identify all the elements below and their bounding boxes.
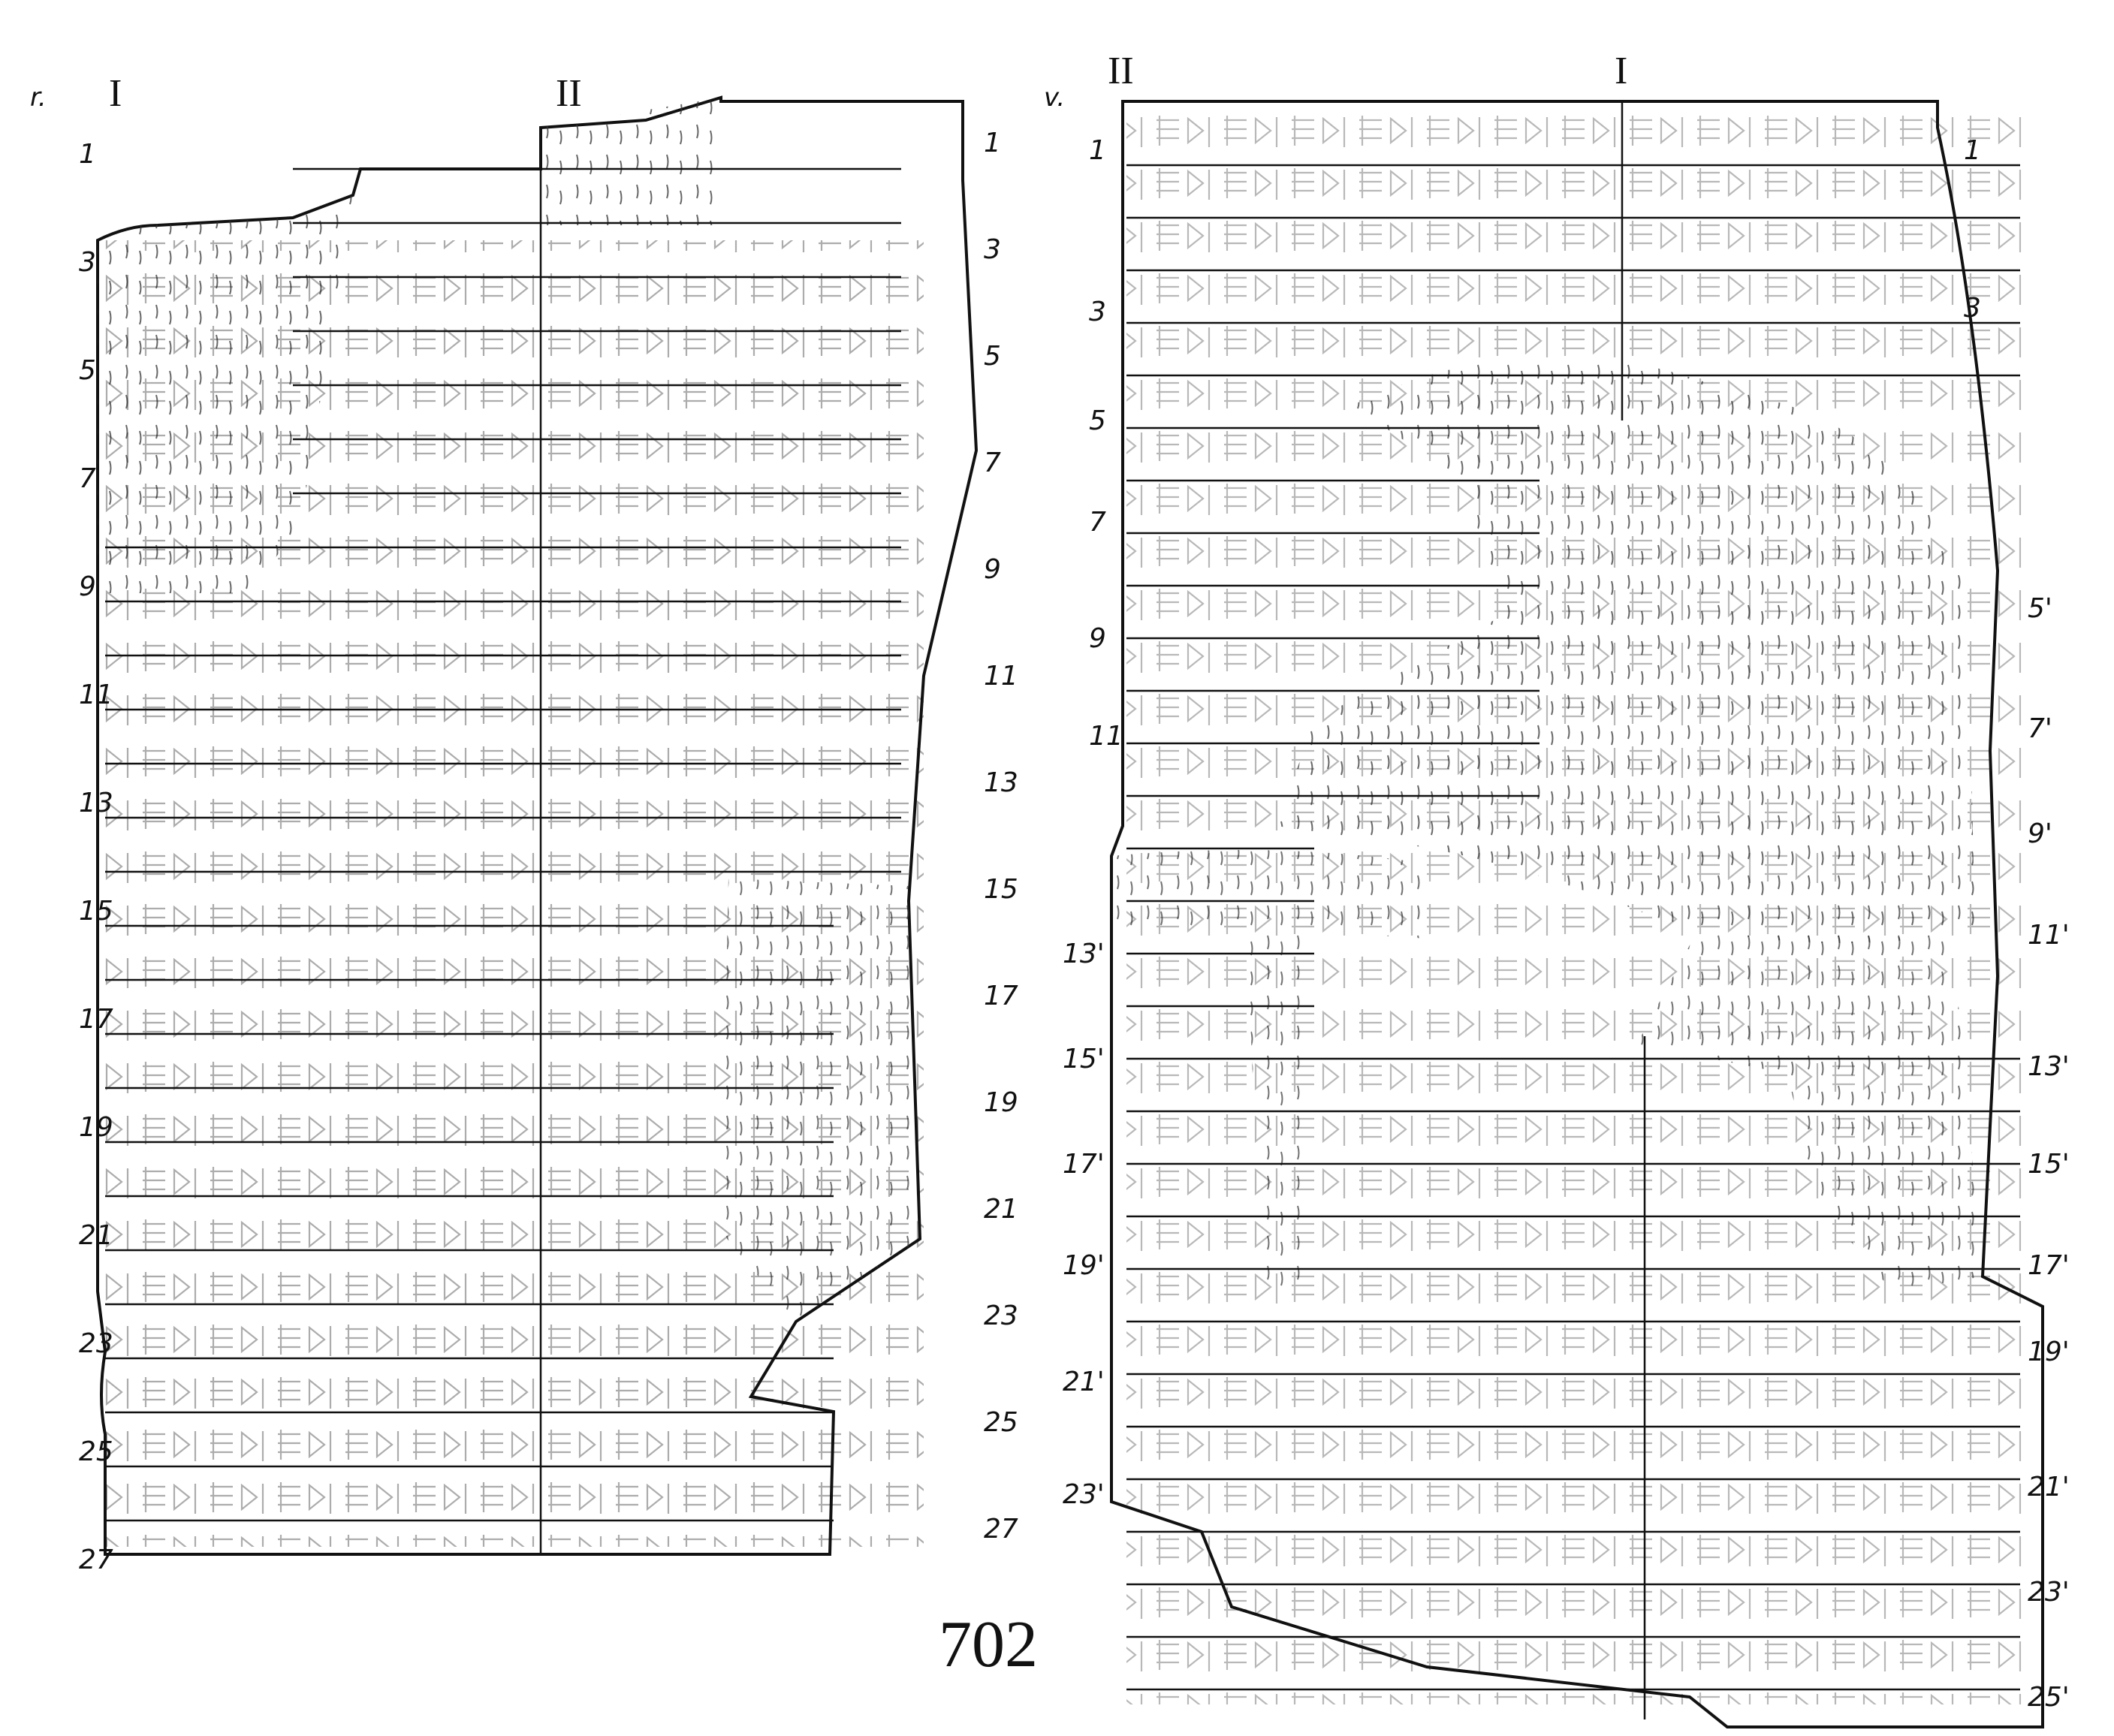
- obverse-column-heading-2: II: [556, 72, 582, 115]
- line-number: 9: [984, 554, 1001, 585]
- line-number: 23': [1063, 1479, 1105, 1510]
- line-number: 7': [2028, 713, 2052, 744]
- reverse-column-heading-1: I: [1615, 50, 1628, 92]
- line-number: 17: [984, 981, 1018, 1011]
- line-number: 3: [1964, 293, 1981, 324]
- line-number: 15': [2028, 1149, 2070, 1180]
- obverse-tablet: [96, 95, 979, 1556]
- line-number: 13': [2028, 1051, 2070, 1082]
- line-number: 17': [1063, 1149, 1105, 1180]
- line-number: 19': [2028, 1337, 2070, 1367]
- line-number: 13: [984, 767, 1018, 798]
- line-number: 11: [984, 661, 1018, 692]
- line-number: 5: [79, 355, 96, 386]
- line-number: 9: [79, 571, 96, 602]
- line-number: 19: [79, 1112, 113, 1143]
- line-number: 25': [2028, 1682, 2070, 1713]
- line-number: 5: [1089, 405, 1106, 436]
- line-number: 11': [2028, 920, 2070, 951]
- line-number: 21: [984, 1194, 1018, 1225]
- line-number: 1: [1089, 135, 1106, 166]
- line-number: 25: [984, 1407, 1018, 1438]
- line-number: 23: [984, 1300, 1018, 1331]
- line-number: 15: [79, 896, 113, 927]
- line-number: 27: [79, 1545, 113, 1575]
- line-number: 19': [1063, 1250, 1105, 1281]
- line-number: 3: [1089, 297, 1106, 327]
- line-number: 19: [984, 1087, 1018, 1118]
- line-number: 1: [1964, 135, 1981, 166]
- line-number: 21': [2028, 1472, 2070, 1502]
- line-number: 15': [1063, 1044, 1105, 1074]
- line-number: 15: [984, 874, 1018, 905]
- line-number: 1: [79, 139, 96, 170]
- obverse-column-heading-1: I: [109, 72, 122, 115]
- line-number: 27: [984, 1514, 1018, 1545]
- line-number: 1: [984, 128, 1001, 158]
- line-number: 5: [984, 341, 1001, 372]
- line-number: 13: [79, 788, 113, 818]
- page-number: 702: [939, 1608, 1038, 1681]
- line-number: 11: [1089, 721, 1123, 752]
- reverse-tablet: [1110, 100, 2044, 1728]
- line-number: 9: [1089, 623, 1106, 654]
- line-number: 23': [2028, 1577, 2070, 1608]
- line-number: 9': [2028, 818, 2052, 849]
- line-number: 3: [79, 247, 96, 278]
- line-number: 25: [79, 1436, 113, 1467]
- line-number: 17: [79, 1004, 113, 1035]
- line-number: 7: [79, 463, 96, 494]
- obverse-side-label: r.: [30, 83, 47, 113]
- reverse-column-heading-2: II: [1108, 50, 1134, 92]
- line-number: 21: [79, 1220, 113, 1251]
- reverse-side-label: v.: [1044, 83, 1066, 113]
- line-number: 21': [1063, 1367, 1105, 1397]
- line-number: 23: [79, 1328, 113, 1359]
- line-number: 11: [79, 680, 113, 710]
- line-number: 5': [2028, 593, 2052, 624]
- line-number: 3: [984, 234, 1001, 265]
- line-number: 17': [2028, 1250, 2070, 1281]
- line-number: 7: [1089, 507, 1106, 538]
- line-number: 13': [1063, 939, 1105, 969]
- line-number: 7: [984, 448, 1001, 478]
